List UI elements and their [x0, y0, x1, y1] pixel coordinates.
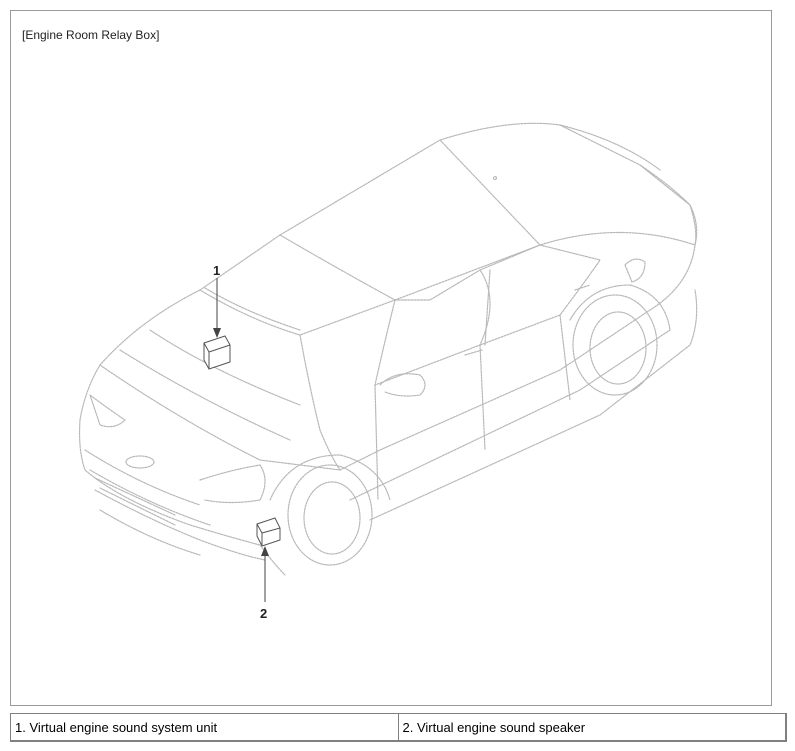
legend-table: 1. Virtual engine sound system unit 2. V… [9, 712, 787, 742]
callout-2-leader [261, 546, 269, 602]
legend-row: 1. Virtual engine sound system unit 2. V… [9, 712, 787, 742]
callout-1-leader [213, 278, 221, 338]
legend-item-1: 1. Virtual engine sound system unit [10, 713, 399, 741]
sound-speaker-marker [256, 517, 281, 547]
legend-item-2: 2. Virtual engine sound speaker [397, 713, 786, 741]
sound-system-unit-marker [203, 335, 231, 370]
callout-1-label: 1 [213, 263, 220, 278]
callout-2-label: 2 [260, 606, 267, 621]
figure-caption: [Engine Room Relay Box] [22, 28, 160, 42]
car-outline [78, 122, 698, 576]
